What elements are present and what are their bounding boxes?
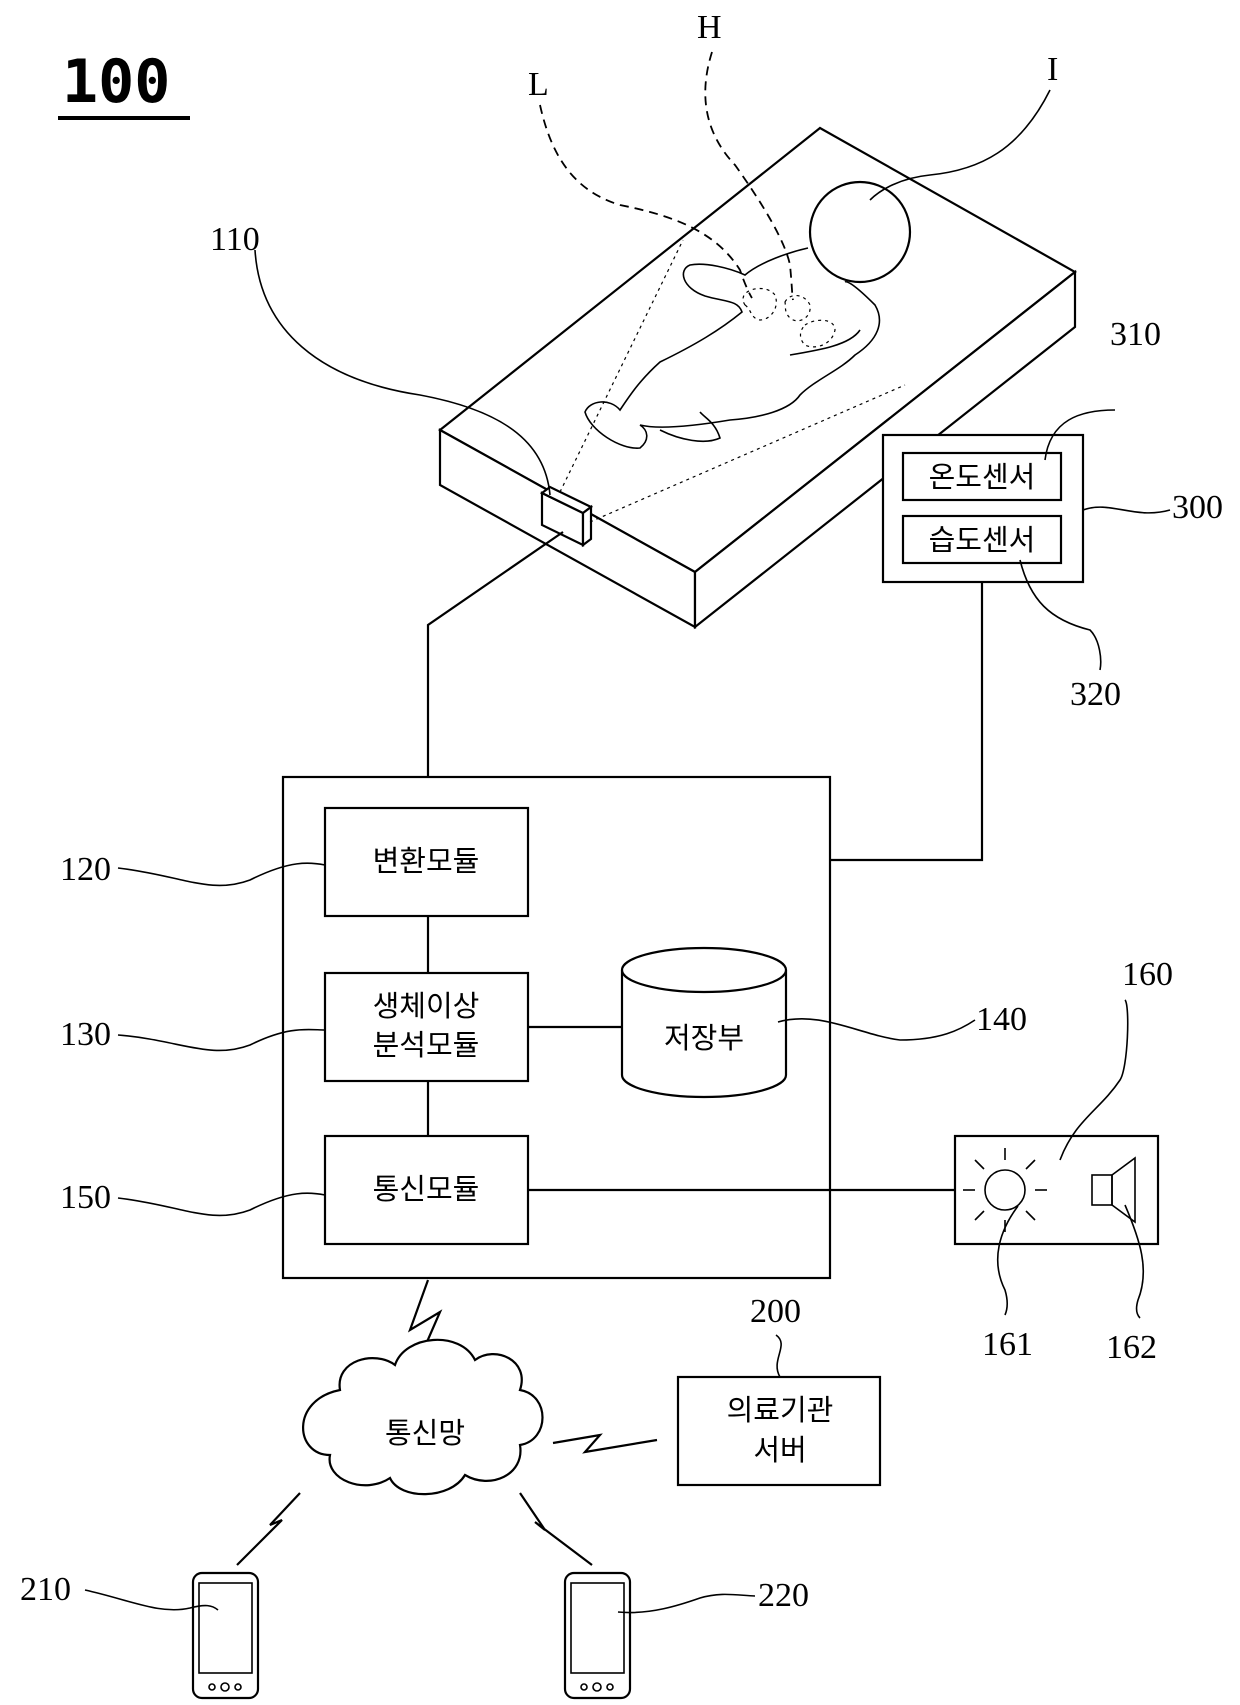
link-camera-to-conversion — [428, 532, 563, 808]
ref-161: 161 — [982, 1326, 1033, 1363]
wireless-link-network-to-phone2 — [520, 1493, 592, 1565]
conversion-module-label: 변환모듈 — [373, 844, 480, 878]
ref-140: 140 — [976, 1001, 1027, 1038]
bio-module-line2: 분석모듈 — [373, 1028, 480, 1062]
ref-130: 130 — [60, 1016, 111, 1053]
label-L: L — [528, 66, 549, 103]
leader-220 — [618, 1594, 755, 1612]
server-line2: 서버 — [753, 1433, 806, 1467]
ref-110: 110 — [210, 221, 260, 258]
leader-300 — [1083, 507, 1170, 513]
ref-320: 320 — [1070, 676, 1121, 713]
label-H: H — [697, 9, 722, 46]
server-line1: 의료기관 — [727, 1393, 834, 1427]
ref-120: 120 — [60, 851, 111, 888]
communication-module-label: 통신모듈 — [373, 1172, 480, 1206]
storage-label: 저장부 — [664, 1021, 744, 1055]
ref-162: 162 — [1106, 1329, 1157, 1366]
leader-200 — [776, 1335, 781, 1377]
wireless-link-network-to-server — [553, 1435, 657, 1452]
figure-label: 100 — [62, 47, 170, 117]
ref-300: 300 — [1172, 489, 1223, 526]
ref-160: 160 — [1122, 956, 1173, 993]
smartphone-220 — [565, 1573, 630, 1698]
smartphone-210 — [193, 1573, 258, 1698]
leader-I — [870, 90, 1050, 200]
ref-150: 150 — [60, 1179, 111, 1216]
temperature-sensor-label: 온도센서 — [929, 460, 1036, 494]
network-label: 통신망 — [385, 1416, 465, 1450]
ref-310: 310 — [1110, 316, 1161, 353]
humidity-sensor-label: 습도센서 — [929, 523, 1036, 557]
ref-200: 200 — [750, 1293, 801, 1330]
ref-220: 220 — [758, 1577, 809, 1614]
bio-module-line1: 생체이상 — [373, 989, 480, 1023]
label-I: I — [1047, 51, 1058, 88]
wireless-link-network-to-phone1 — [237, 1493, 300, 1565]
ref-210: 210 — [20, 1571, 71, 1608]
